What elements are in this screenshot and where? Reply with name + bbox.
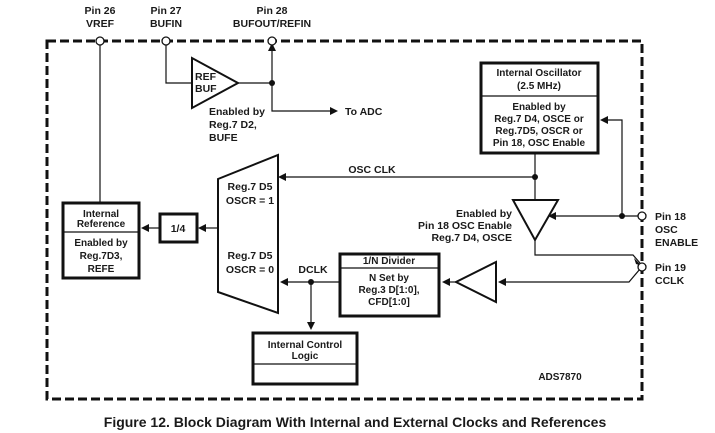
oscillator-enable-note: Enabled by Reg.7 D4, OSCE or Reg.7D5, OS… [493, 102, 586, 149]
arrow-left-icon [548, 212, 556, 220]
mux-input-0-label: Reg.7 D5 OSCR = 0 [226, 250, 274, 276]
pin-19-label: Pin 19 CCLK [655, 262, 686, 287]
figure-caption: Figure 12. Block Diagram With Internal a… [104, 414, 607, 430]
arrow-up-icon [268, 43, 276, 51]
n-divider-block [338, 252, 441, 318]
pin-27-label: Pin 27 BUFIN [150, 5, 182, 30]
junction-dot [269, 80, 275, 86]
svg-text:CCLK: CCLK [655, 275, 685, 287]
osc-enable-wire [608, 119, 623, 216]
oscillator-frequency: (2.5 MHz) [517, 81, 561, 92]
svg-text:Pin 28: Pin 28 [257, 5, 288, 17]
reference-title-2: Reference [77, 219, 126, 230]
reference-enable-note: Enabled by Reg.7D3, REFE [74, 238, 128, 275]
pin-27-terminal [161, 36, 171, 46]
arrow-left-icon [141, 224, 149, 232]
svg-text:Enabled by: Enabled by [456, 208, 512, 220]
internal-control-logic-block [251, 331, 359, 386]
svg-text:Pin 18, OSC Enable: Pin 18, OSC Enable [493, 138, 586, 149]
pin-28-terminal [267, 36, 277, 46]
pin-18-terminal [637, 211, 647, 221]
to-adc-wire [271, 83, 330, 112]
osc-buffer-enable-note: Enabled by Pin 18 OSC Enable Reg.7 D4, O… [418, 208, 512, 244]
chip-name-label: ADS7870 [538, 372, 582, 383]
svg-text:Reg.7 D4, OSCE or: Reg.7 D4, OSCE or [494, 114, 584, 125]
svg-text:Reg.7 D4, OSCE: Reg.7 D4, OSCE [431, 232, 512, 244]
svg-text:BUFOUT/REFIN: BUFOUT/REFIN [233, 18, 311, 30]
n-divider-note: N Set by Reg.3 D[1:0], CFD[1:0] [358, 273, 419, 308]
arrow-left-icon [498, 278, 506, 286]
cclk-input-wire [506, 268, 641, 283]
svg-text:Reg.7 D5: Reg.7 D5 [228, 250, 273, 262]
ref-buf-label-1: REF [195, 71, 217, 83]
control-logic-title-1: Internal Control [268, 340, 343, 351]
arrow-down-icon [307, 322, 315, 330]
arrow-left-icon [278, 173, 286, 181]
arrow-right-icon [330, 107, 338, 115]
reference-title-1: Internal [83, 209, 119, 220]
pin-26-terminal [95, 36, 105, 46]
n-divider-title: 1/N Divider [363, 256, 415, 267]
svg-text:Reg.7D5, OSCR or: Reg.7D5, OSCR or [495, 126, 582, 137]
svg-text:Pin 18: Pin 18 [655, 211, 686, 223]
ref-buf-label-2: BUF [195, 83, 217, 95]
pin-26-label: Pin 26 VREF [85, 5, 116, 30]
arrow-left-icon [198, 224, 206, 232]
svg-text:Enabled by: Enabled by [209, 106, 265, 118]
svg-text:Reg.7 D5: Reg.7 D5 [228, 181, 273, 193]
pin-18-label: Pin 18 OSC ENABLE [655, 211, 698, 249]
svg-text:Enabled by: Enabled by [512, 102, 566, 113]
svg-text:CFD[1:0]: CFD[1:0] [368, 297, 410, 308]
svg-text:Enabled by: Enabled by [74, 238, 128, 249]
svg-text:Reg.3 D[1:0],: Reg.3 D[1:0], [358, 285, 419, 296]
svg-text:Pin 18 OSC Enable: Pin 18 OSC Enable [418, 220, 512, 232]
mux-input-1-label: Reg.7 D5 OSCR = 1 [226, 181, 274, 207]
arrow-left-icon [442, 278, 450, 286]
quarter-divider-label: 1/4 [171, 223, 186, 235]
arrow-left-icon [280, 278, 288, 286]
bufin-wire [165, 41, 192, 84]
osc-output-buffer [511, 199, 560, 243]
svg-text:BUFE: BUFE [209, 132, 238, 144]
pin-19-terminal [637, 262, 647, 272]
svg-text:OSCR = 1: OSCR = 1 [226, 195, 274, 207]
control-logic-title-2: Logic [292, 351, 319, 362]
svg-text:ENABLE: ENABLE [655, 237, 698, 249]
svg-text:OSC: OSC [655, 224, 678, 236]
svg-text:Pin 27: Pin 27 [151, 5, 182, 17]
svg-text:Reg.7D3,: Reg.7D3, [80, 251, 123, 262]
cclk-output-wire [534, 240, 641, 264]
cclk-input-buffer [453, 260, 497, 304]
ref-buf-enable-note: Enabled by Reg.7 D2, BUFE [209, 106, 265, 144]
to-adc-label: To ADC [345, 106, 383, 118]
svg-text:Pin 26: Pin 26 [85, 5, 116, 17]
pin-28-label: Pin 28 BUFOUT/REFIN [233, 5, 311, 30]
svg-text:N Set by: N Set by [369, 273, 409, 284]
ref-buffer-amplifier [191, 56, 241, 110]
svg-text:REFE: REFE [88, 264, 115, 275]
svg-text:BUFIN: BUFIN [150, 18, 182, 30]
svg-text:Pin 19: Pin 19 [655, 262, 686, 274]
junction-dot [619, 213, 625, 219]
oscillator-title: Internal Oscillator [496, 68, 581, 79]
internal-reference-block [61, 201, 141, 280]
osc-clk-label: OSC CLK [348, 164, 396, 176]
internal-oscillator-block [479, 61, 600, 155]
dclk-label: DCLK [298, 264, 328, 276]
svg-text:OSCR = 0: OSCR = 0 [226, 264, 274, 276]
clock-multiplexer [217, 153, 279, 315]
svg-text:VREF: VREF [86, 18, 115, 30]
arrow-left-icon [600, 116, 608, 124]
svg-text:Reg.7 D2,: Reg.7 D2, [209, 119, 257, 131]
